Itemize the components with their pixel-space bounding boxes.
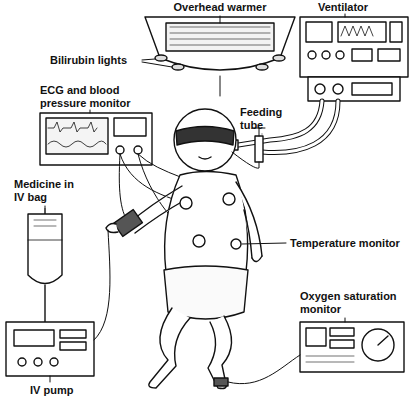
drawing-part (6, 322, 94, 376)
callout-label: Ventilator (318, 1, 378, 14)
drawing-part (300, 17, 408, 77)
drawing-part (134, 146, 142, 154)
drawing-part (180, 197, 192, 209)
drawing-part (18, 358, 26, 366)
leader-lines (45, 14, 345, 382)
drawing-part (315, 84, 325, 94)
drawing-part (341, 26, 373, 36)
drawing-part (306, 328, 326, 346)
drawing-part (45, 206, 46, 207)
iv-bag (28, 208, 62, 322)
drawing-part (322, 51, 330, 59)
drawing-part (165, 172, 248, 273)
drawing-part (60, 330, 86, 338)
feeding-syringe (232, 128, 265, 168)
drawing-part (208, 316, 232, 389)
drawing-part (166, 23, 274, 51)
drawing-part (155, 55, 167, 61)
drawing-part (14, 330, 54, 346)
drawing-part (34, 358, 42, 366)
drawing-part (362, 329, 394, 361)
drawing-part (330, 328, 354, 336)
drawing-part (114, 118, 146, 136)
drawing-part (378, 49, 400, 61)
drawing-part (176, 127, 234, 146)
drawing-part (48, 122, 97, 132)
drawing-part (44, 208, 45, 214)
drawing-part (308, 77, 400, 101)
drawing-part (90, 110, 91, 113)
drawing-part (145, 17, 295, 70)
drawing-part (220, 76, 221, 96)
iv-pump (6, 230, 110, 376)
drawing-part (252, 256, 262, 262)
drawing-part (232, 101, 322, 146)
callout-label: IV pump (30, 384, 90, 397)
drawing-part (255, 136, 263, 162)
callout-label: Overhead warmer (160, 1, 280, 14)
callout-label: Oxygen saturation monitor (300, 290, 400, 316)
drawing-part (242, 243, 286, 244)
drawing-part (193, 235, 205, 247)
drawing-part (223, 193, 235, 205)
callout-label: Bilirubin lights (50, 54, 142, 67)
drawing-part (142, 59, 172, 67)
drawing-part (34, 220, 56, 226)
drawing-part (378, 336, 388, 345)
drawing-part (352, 49, 372, 61)
drawing-part (231, 239, 241, 249)
drawing-part (256, 64, 268, 70)
drawing-part (116, 146, 124, 154)
drawing-part (345, 318, 346, 322)
drawing-part (149, 308, 190, 388)
drawing-part (330, 340, 354, 348)
drawing-part (306, 356, 354, 362)
drawing-part (228, 355, 300, 384)
baby (106, 109, 262, 389)
drawing-part (300, 322, 404, 372)
drawing-part (273, 55, 285, 61)
overhead-warmer (145, 17, 295, 96)
drawing-part (390, 22, 402, 42)
drawing-part (232, 128, 265, 168)
drawing-part (119, 154, 128, 222)
callout-label: Feeding tube (240, 106, 292, 132)
drawing-part (40, 113, 152, 165)
drawing-part (50, 358, 58, 366)
drawing-part (44, 285, 45, 322)
callout-label: Temperature monitor (290, 237, 410, 250)
callout-label: Medicine in IV bag (14, 178, 80, 204)
drawing-part (46, 118, 108, 154)
drawing-part (94, 230, 110, 340)
oxygen-monitor (228, 322, 404, 384)
drawing-part (135, 200, 185, 233)
drawing-part (232, 101, 322, 146)
ventilator (224, 17, 408, 152)
drawing-part (172, 64, 184, 70)
drawing-part (174, 109, 236, 171)
drawing-part (306, 22, 332, 42)
drawing-part (352, 83, 392, 95)
drawing-part (220, 16, 221, 23)
drawing-part (50, 376, 51, 382)
drawing-part (28, 214, 62, 284)
drawing-part (28, 240, 62, 241)
drawing-part (333, 84, 343, 94)
drawing-part (338, 22, 386, 42)
drawing-part (214, 378, 228, 386)
callout-label: ECG and blood pressure monitor (40, 84, 144, 110)
drawing-part (336, 51, 344, 59)
drawing-part (48, 141, 106, 147)
drawing-part (199, 157, 211, 159)
drawing-part (170, 27, 270, 45)
drawing-part (60, 342, 86, 350)
drawing-part (308, 51, 316, 59)
drawing-part (345, 14, 346, 17)
